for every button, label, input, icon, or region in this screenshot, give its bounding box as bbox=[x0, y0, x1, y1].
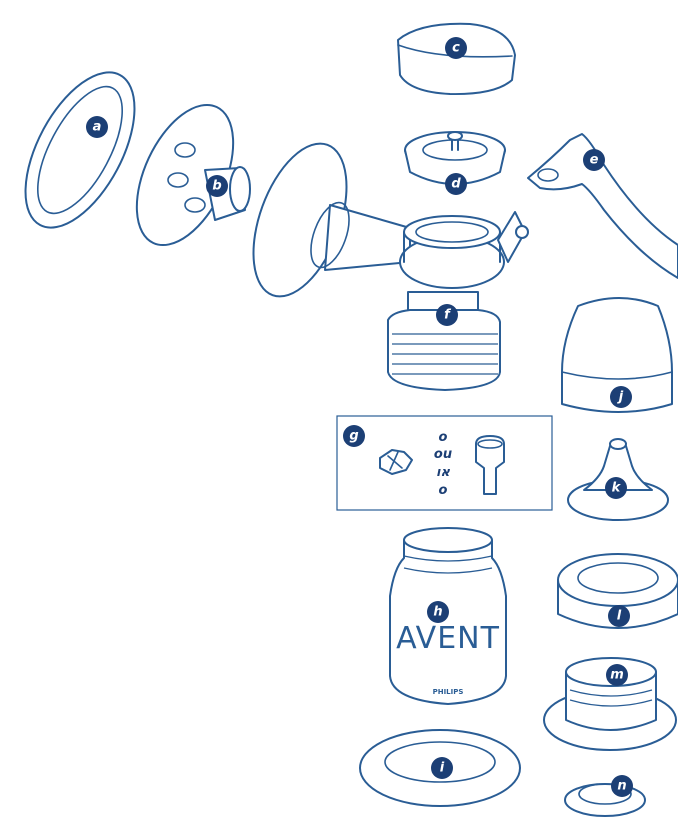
part-d-diaphragm bbox=[404, 131, 506, 185]
svg-text:f: f bbox=[444, 308, 452, 323]
label-f: f bbox=[436, 304, 458, 326]
svg-text:h: h bbox=[433, 605, 442, 620]
label-h: h bbox=[427, 601, 449, 623]
svg-text:n: n bbox=[617, 779, 626, 794]
part-k-teat bbox=[567, 438, 669, 521]
label-b: b bbox=[206, 175, 228, 197]
part-a-massage-cushion bbox=[24, 71, 136, 229]
part-g-options-box: o ou או o bbox=[336, 415, 553, 511]
part-h-bottle: AVENT PHILIPS bbox=[389, 527, 507, 705]
label-i: i bbox=[431, 757, 453, 779]
svg-text:j: j bbox=[617, 390, 624, 405]
part-n-small-disc bbox=[564, 783, 646, 817]
label-g: g bbox=[343, 425, 365, 447]
option-separator-2: ou bbox=[434, 447, 452, 462]
part-j-dome-cap bbox=[561, 297, 673, 413]
label-m: m bbox=[606, 664, 628, 686]
part-b-petal-insert bbox=[135, 103, 251, 247]
part-l-screw-ring bbox=[557, 553, 678, 629]
svg-text:k: k bbox=[612, 481, 622, 496]
svg-text:g: g bbox=[349, 429, 358, 444]
option-separator-3: או bbox=[436, 465, 450, 480]
svg-text:d: d bbox=[451, 177, 461, 192]
label-l: l bbox=[608, 605, 630, 627]
part-f-pump-body bbox=[252, 142, 529, 391]
bottle-brand-logo: AVENT bbox=[396, 621, 500, 656]
svg-text:i: i bbox=[440, 761, 445, 776]
label-c: c bbox=[445, 37, 467, 59]
label-a: a bbox=[86, 116, 108, 138]
svg-text:l: l bbox=[617, 609, 622, 624]
label-d: d bbox=[445, 173, 467, 195]
svg-text:a: a bbox=[93, 120, 102, 135]
svg-text:c: c bbox=[452, 41, 460, 56]
part-e-handle bbox=[527, 133, 678, 279]
svg-text:b: b bbox=[212, 179, 221, 194]
option-separator-4: o bbox=[439, 483, 448, 498]
option-separator-1: o bbox=[439, 430, 448, 445]
svg-text:e: e bbox=[590, 153, 599, 168]
label-n: n bbox=[611, 775, 633, 797]
label-k: k bbox=[605, 477, 627, 499]
bottle-maker-logo: PHILIPS bbox=[433, 688, 464, 696]
svg-text:m: m bbox=[610, 668, 624, 683]
label-j: j bbox=[610, 386, 632, 408]
label-e: e bbox=[583, 149, 605, 171]
part-m-adapter bbox=[543, 657, 677, 751]
